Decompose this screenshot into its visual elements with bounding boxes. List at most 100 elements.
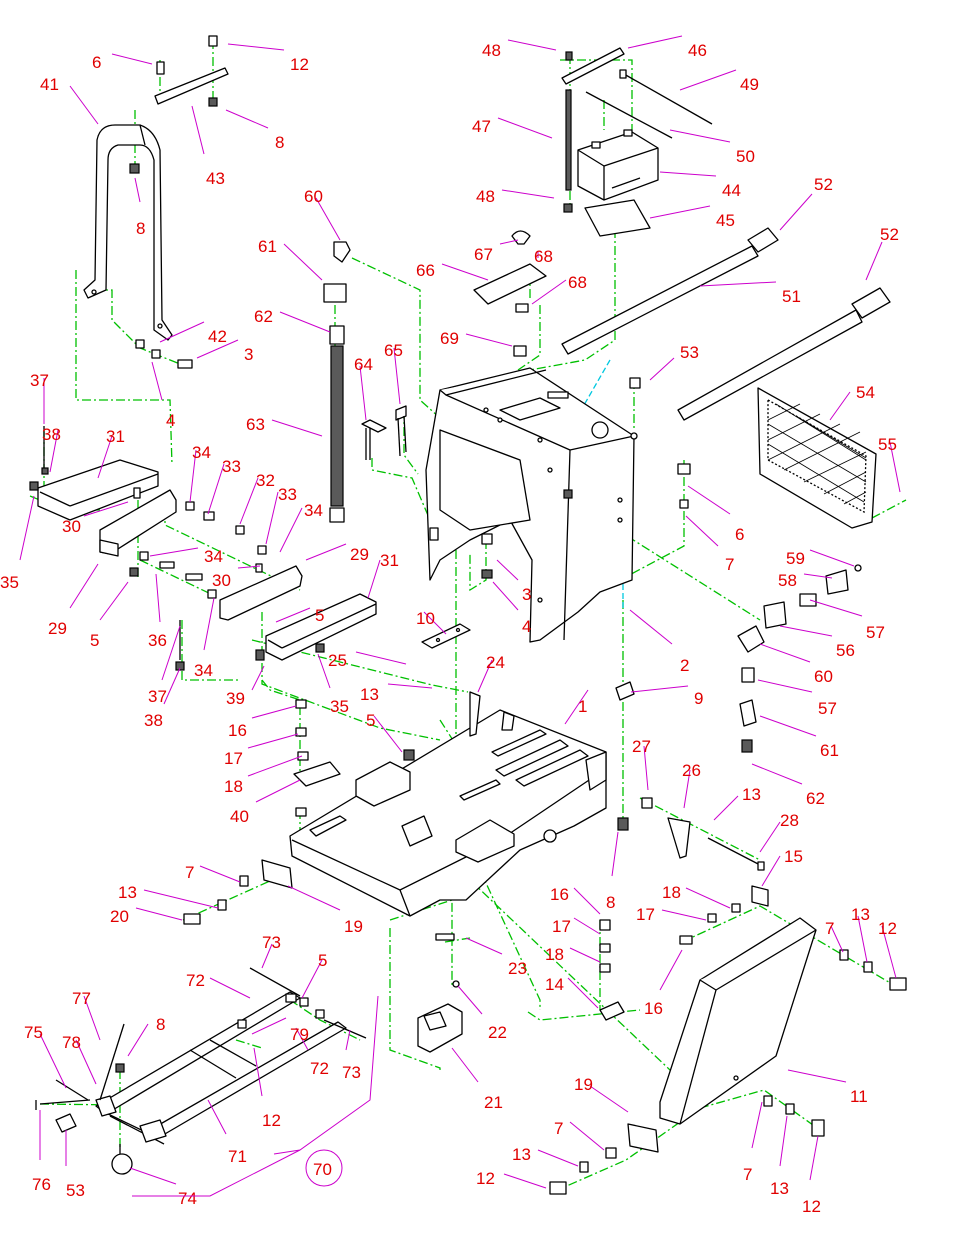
- part-number-15: 15: [784, 847, 803, 866]
- lower-bracket-parts: [417, 933, 463, 1053]
- right-fastener-parts: [763, 949, 907, 1137]
- part-number-4: 4: [522, 617, 531, 636]
- part-number-59: 59: [786, 549, 805, 568]
- part-number-7: 7: [825, 919, 834, 938]
- part-number-12: 12: [878, 919, 897, 938]
- part-number-73: 73: [342, 1063, 361, 1082]
- part-number-10: 10: [416, 609, 435, 628]
- callout-leader-line: [225, 109, 269, 129]
- part-number-37: 37: [148, 687, 167, 706]
- part-number-8: 8: [275, 133, 284, 152]
- callout-leader-line: [630, 685, 689, 693]
- part-number-22: 22: [488, 1023, 507, 1042]
- part-number-9: 9: [694, 689, 703, 708]
- callout-leader-line: [779, 1115, 788, 1167]
- part-number-35: 35: [0, 573, 19, 592]
- callout-leader-line: [151, 361, 163, 401]
- part-number-29: 29: [350, 545, 369, 564]
- part-number-74: 74: [178, 1189, 197, 1208]
- callout-leader-line: [271, 419, 323, 437]
- part-number-66: 66: [416, 261, 435, 280]
- part-number-17: 17: [636, 905, 655, 924]
- part-number-41: 41: [40, 75, 59, 94]
- part-number-3: 3: [244, 345, 253, 364]
- handle-tube-parts: [561, 227, 891, 421]
- part-number-73: 73: [262, 933, 281, 952]
- callout-leader-line: [163, 667, 181, 705]
- part-number-17: 17: [552, 917, 571, 936]
- part-number-60: 60: [814, 667, 833, 686]
- part-number-13: 13: [118, 883, 137, 902]
- callout-leader-line: [537, 1149, 579, 1167]
- callout-leader-line: [69, 563, 99, 609]
- part-number-55: 55: [878, 435, 897, 454]
- part-number-7: 7: [743, 1165, 752, 1184]
- side-bracket-parts: [29, 426, 377, 671]
- part-number-57: 57: [866, 623, 885, 642]
- callout-leader-line: [161, 625, 181, 681]
- grille-panel-part: [757, 387, 877, 529]
- assembly-callout: 70: [132, 995, 379, 1197]
- part-number-39: 39: [226, 689, 245, 708]
- callout-leader-line: [496, 559, 519, 581]
- callout-leader-line: [99, 581, 129, 621]
- part-number-23: 23: [508, 959, 527, 978]
- callout-leader-line: [305, 543, 347, 561]
- callout-leader-line: [253, 1047, 263, 1097]
- small-hardware-parts: [135, 339, 691, 579]
- part-number-27: 27: [632, 737, 651, 756]
- lift-bar-part: [83, 124, 173, 341]
- callout-leader-line: [255, 779, 301, 803]
- part-number-8: 8: [156, 1015, 165, 1034]
- callout-labels: 1233445555667777788889101112121212121313…: [0, 35, 901, 1216]
- part-number-68: 68: [534, 247, 553, 266]
- callout-leader-line: [83, 501, 129, 517]
- callout-leader-line: [573, 887, 601, 915]
- part-number-48: 48: [476, 187, 495, 206]
- callout-leader-line: [237, 565, 261, 569]
- console-housing-part: [425, 367, 638, 643]
- callout-leader-line: [355, 651, 407, 665]
- callout-leader-line: [247, 733, 299, 749]
- part-number-34: 34: [204, 547, 223, 566]
- callout-leader-line: [196, 339, 239, 359]
- part-number-8: 8: [606, 893, 615, 912]
- callout-leader-line: [191, 105, 205, 155]
- part-number-6: 6: [92, 53, 101, 72]
- part-number-51: 51: [782, 287, 801, 306]
- callout-leader-line: [497, 117, 553, 139]
- part-number-13: 13: [851, 905, 870, 924]
- part-number-5: 5: [90, 631, 99, 650]
- part-number-61: 61: [258, 237, 277, 256]
- part-number-45: 45: [716, 211, 735, 230]
- part-number-60: 60: [304, 187, 323, 206]
- callout-leader-line: [830, 925, 844, 953]
- callout-leader-line: [569, 1121, 605, 1151]
- callout-leader-line: [809, 549, 855, 567]
- part-number-62: 62: [254, 307, 273, 326]
- callout-leader-line: [564, 689, 589, 725]
- callout-leader-line: [135, 907, 183, 921]
- callout-leader-line: [803, 573, 833, 579]
- callout-leader-line: [669, 129, 731, 143]
- callout-leader-line: [19, 495, 35, 561]
- part-number-29: 29: [48, 619, 67, 638]
- part-number-11: 11: [850, 1087, 868, 1106]
- part-number-30: 30: [62, 517, 81, 536]
- hydraulic-hose-part: [323, 241, 351, 523]
- part-number-14: 14: [545, 975, 564, 994]
- callout-leader-line: [359, 365, 367, 421]
- callout-leader-line: [499, 239, 519, 245]
- callout-leader-line: [759, 821, 781, 853]
- pin-parts: [641, 797, 765, 871]
- callout-leader-line: [457, 985, 483, 1015]
- part-number-18: 18: [224, 777, 243, 796]
- part-number-65: 65: [384, 341, 403, 360]
- callout-leader-line: [75, 1039, 97, 1085]
- callout-leader-line: [159, 321, 205, 343]
- part-number-7: 7: [185, 863, 194, 882]
- callout-leader-line: [649, 205, 711, 219]
- callout-leader-line: [507, 39, 557, 51]
- part-number-76: 76: [32, 1175, 51, 1194]
- part-number-44: 44: [722, 181, 741, 200]
